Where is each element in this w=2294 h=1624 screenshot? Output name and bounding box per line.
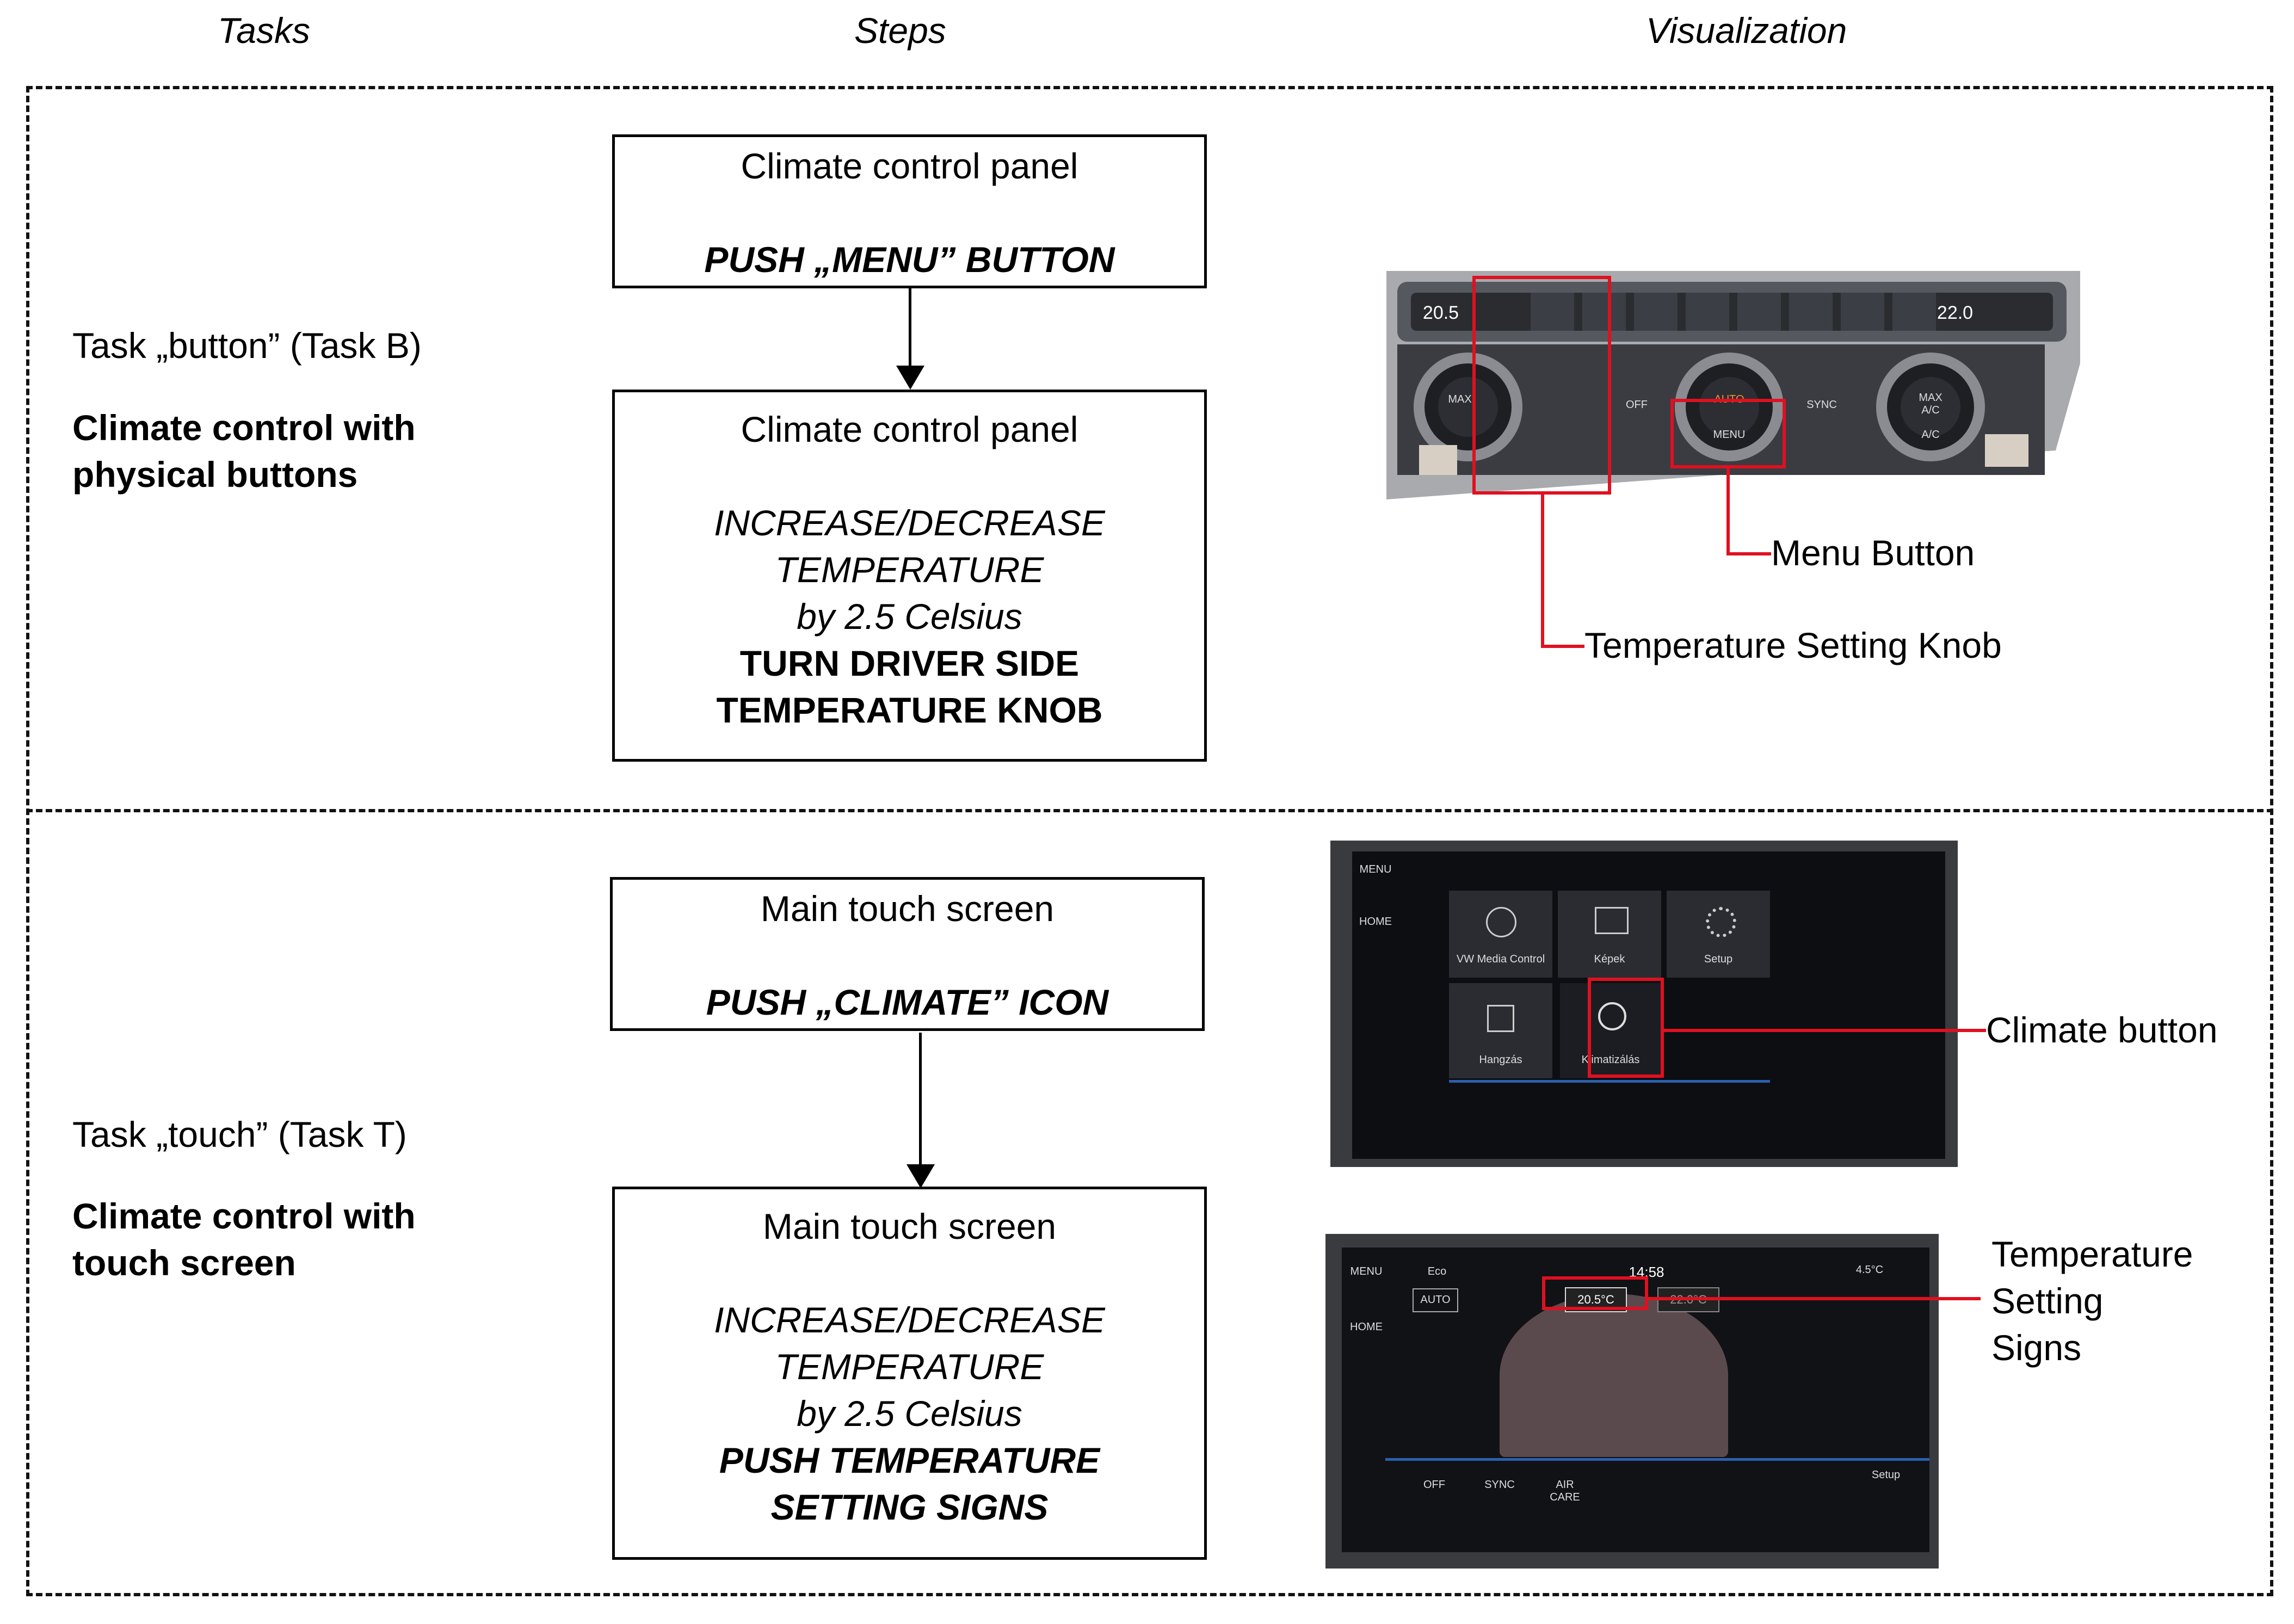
task-t-step2-line1: INCREASE/DECREASE (714, 1300, 1105, 1340)
task-b-step2-line2: TEMPERATURE (775, 549, 1044, 590)
knob-highlight (1472, 276, 1611, 495)
task-t-step2-action1: PUSH TEMPERATURE (719, 1440, 1100, 1480)
climate-panel-photo: 20.5 22.0 OFF AUTO SYNC MENU MAX A/C A/C… (1386, 271, 2080, 499)
task-b-step2-box: Climate control panel INCREASE/DECREASE … (612, 390, 1207, 762)
task-t-step2-line3: by 2.5 Celsius (797, 1393, 1022, 1434)
task-t-desc-1: Climate control with (72, 1196, 416, 1236)
task-b-step1-action: PUSH „MENU” BUTTON (704, 239, 1115, 280)
task-b-step2-line3: by 2.5 Celsius (797, 596, 1022, 637)
panel-off: OFF (1626, 399, 1648, 411)
tile-setup-label: Setup (1704, 953, 1733, 965)
task-b-arrow-head (896, 366, 924, 390)
tile-sound[interactable]: Hangzás (1449, 983, 1552, 1078)
climate-screen-outside: 4.5°C (1855, 1264, 1884, 1276)
temp-left-value: 20.5°C (1577, 1293, 1614, 1306)
header-tasks: Tasks (218, 10, 310, 51)
task-b-step2-action1: TURN DRIVER SIDE (739, 643, 1080, 683)
frame-bottom (26, 1593, 2273, 1596)
menu-screen-photo: MENU HOME VW Media Control Képek Setup H… (1330, 841, 1958, 1167)
panel-menu: MENU (1713, 429, 1746, 441)
callout-temp-signs-2: Setting (1991, 1281, 2104, 1321)
temp-signs-leader (1648, 1297, 1981, 1300)
menu-screen-side-home[interactable]: HOME (1359, 916, 1392, 928)
task-t-step2-title: Main touch screen (762, 1206, 1057, 1246)
task-t-desc-2: touch screen (72, 1243, 296, 1283)
tile-setup[interactable]: Setup (1667, 891, 1770, 978)
task-b-step2-action2: TEMPERATURE KNOB (716, 690, 1103, 730)
task-b-arrow-line (909, 288, 911, 367)
tile-media-label: VW Media Control (1456, 953, 1545, 965)
climate-screen-side-home[interactable]: HOME (1350, 1321, 1383, 1333)
task-t-step1-action: PUSH „CLIMATE” ICON (706, 982, 1109, 1022)
frame-divider (26, 809, 2273, 812)
task-b-step1-box: Climate control panel PUSH „MENU” BUTTON (612, 134, 1207, 288)
image-icon (1595, 907, 1629, 934)
knob-leader-h (1541, 645, 1584, 648)
tile-sound-label: Hangzás (1479, 1054, 1522, 1066)
climate-screen-air-care[interactable]: AIR CARE (1550, 1479, 1580, 1503)
panel-sync: SYNC (1806, 399, 1837, 411)
climate-button-highlight (1588, 978, 1664, 1078)
task-b-desc-2: physical buttons (72, 454, 358, 495)
task-t-title: Task „touch” (Task T) (72, 1114, 407, 1154)
task-b-step2-line1: INCREASE/DECREASE (714, 503, 1105, 543)
menu-leader-h (1726, 552, 1771, 555)
tile-media[interactable]: VW Media Control (1449, 891, 1552, 978)
task-t-step2-box: Main touch screen INCREASE/DECREASE TEMP… (612, 1187, 1207, 1560)
climate-screen-auto-label: AUTO (1420, 1294, 1451, 1306)
frame-top (26, 86, 2273, 89)
callout-menu-button: Menu Button (1771, 533, 1975, 573)
task-b-desc-1: Climate control with (72, 407, 416, 448)
task-b-title: Task „button” (Task B) (72, 325, 422, 366)
gear-icon (1706, 907, 1736, 937)
menu-button-highlight (1670, 399, 1786, 468)
callout-temp-signs-1: Temperature (1991, 1234, 2193, 1274)
menu-screen-side-menu[interactable]: MENU (1359, 863, 1392, 875)
climate-screen-auto-button[interactable]: AUTO (1413, 1288, 1458, 1312)
frame-left (26, 86, 29, 1596)
tile-images-label: Képek (1594, 953, 1625, 965)
panel-max: MAX (1448, 393, 1472, 405)
panel-left-temp: 20.5 (1422, 302, 1459, 323)
frame-right (2270, 86, 2273, 1596)
callout-climate-button: Climate button (1986, 1010, 2218, 1050)
task-t-step1-title: Main touch screen (760, 888, 1054, 929)
climate-leader (1664, 1029, 1986, 1032)
panel-ac: A/C (1921, 429, 1940, 441)
media-control-icon (1486, 907, 1516, 937)
speaker-icon (1487, 1005, 1514, 1032)
climate-screen-sync[interactable]: SYNC (1484, 1479, 1515, 1491)
climate-screen-eco: Eco (1427, 1265, 1447, 1277)
header-steps: Steps (854, 10, 946, 51)
climate-screen-setup[interactable]: Setup (1871, 1469, 1901, 1481)
climate-screen-photo: MENU HOME Eco 14:58 4.5°C AUTO 20.5°C 22… (1325, 1234, 1939, 1569)
header-visualization: Visualization (1646, 10, 1847, 51)
callout-temp-knob: Temperature Setting Knob (1584, 625, 2002, 665)
task-t-step1-box: Main touch screen PUSH „CLIMATE” ICON (610, 877, 1205, 1031)
panel-right-temp: 22.0 (1937, 302, 1974, 323)
tile-climate-label: Klimatizálás (1581, 1054, 1640, 1066)
task-b-step1-title: Climate control panel (741, 146, 1078, 186)
temp-signs-highlight (1542, 1276, 1648, 1310)
task-t-arrow-line (919, 1033, 922, 1169)
panel-max-ac: MAX A/C (1919, 392, 1942, 416)
task-t-step2-line2: TEMPERATURE (775, 1347, 1044, 1387)
climate-sun-icon (1598, 1002, 1626, 1030)
climate-screen-side-menu[interactable]: MENU (1350, 1265, 1383, 1277)
climate-screen-off[interactable]: OFF (1423, 1479, 1445, 1491)
menu-leader-v (1726, 468, 1730, 555)
task-t-step2-action2: SETTING SIGNS (770, 1487, 1049, 1527)
knob-leader-v (1541, 495, 1544, 648)
tile-images[interactable]: Képek (1558, 891, 1661, 978)
task-b-step2-title: Climate control panel (741, 409, 1078, 449)
climate-panel-graphic (1386, 271, 2080, 499)
callout-temp-signs-3: Signs (1991, 1327, 2082, 1368)
task-t-arrow-head (906, 1164, 935, 1188)
tile-climate[interactable]: Klimatizálás (1560, 983, 1661, 1078)
